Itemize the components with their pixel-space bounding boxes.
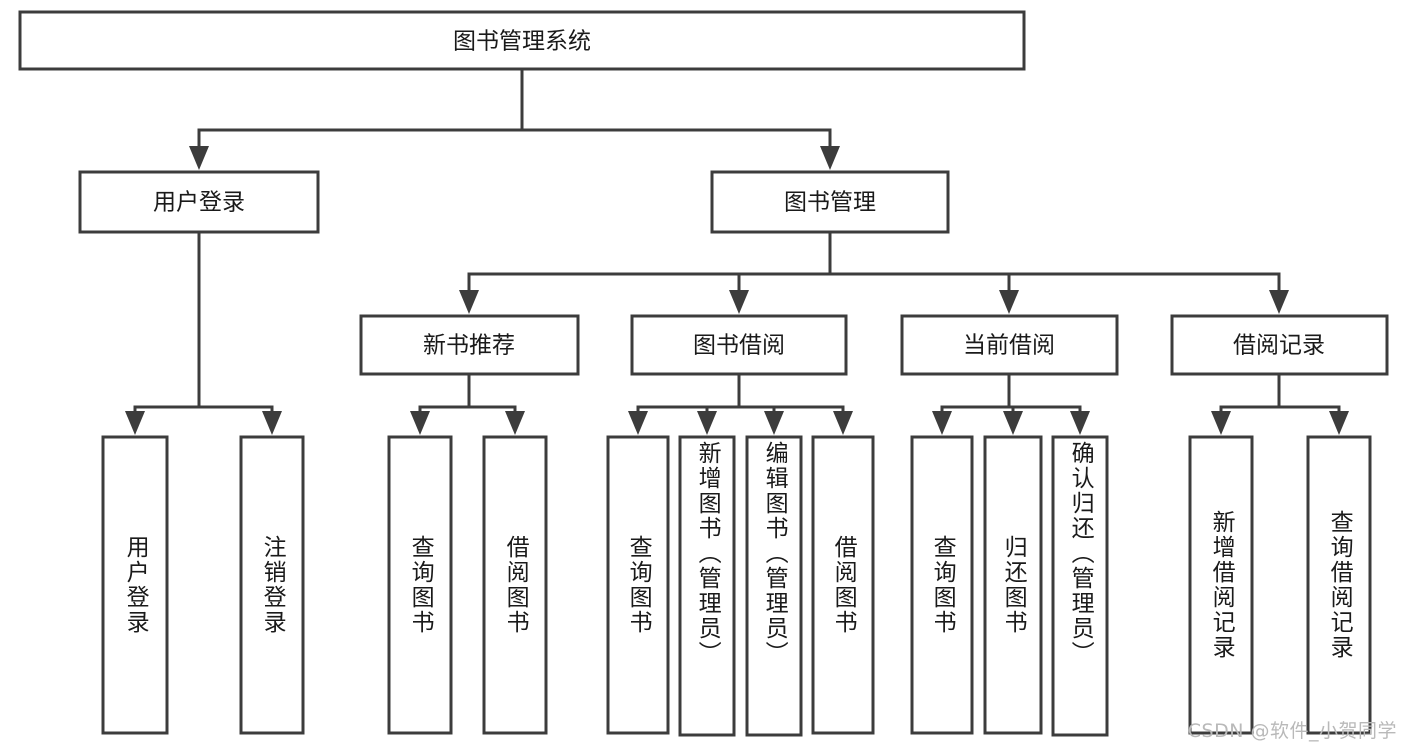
leaf-box-add-book[interactable] (678, 435, 736, 737)
node-root-label: 图书管理系统 (453, 29, 591, 55)
connector-group-borrow-record (1211, 372, 1349, 435)
arrow-head-leaf-user-login (125, 411, 145, 435)
arrow-head-book-borrow (729, 290, 749, 314)
leaf-box-user-login[interactable] (101, 435, 169, 735)
arrow-head-leaf-query-record (1329, 411, 1349, 435)
leaf-box-edit-book[interactable] (745, 435, 803, 737)
leaf-box-logout[interactable] (239, 435, 305, 735)
arrow-head-leaf-query-book-1 (410, 411, 430, 435)
connector-group-current-borrow (932, 372, 1090, 435)
node-current-borrow-label: 当前借阅 (963, 333, 1055, 359)
node-book-borrow-box[interactable] (630, 314, 848, 376)
connector-group-new-book-rec (410, 372, 525, 435)
leaf-box-borrow-book-2[interactable] (811, 435, 875, 735)
arrow-head-leaf-confirm-return (1070, 411, 1090, 435)
leaf-box-query-book-2[interactable] (606, 435, 670, 735)
node-current-borrow[interactable]: 当前借阅 (900, 314, 1119, 376)
arrow-head-leaf-return-book (1003, 411, 1023, 435)
leaf-box-borrow-book-1[interactable] (482, 435, 548, 735)
node-book-manage-box[interactable] (710, 170, 950, 234)
leaf-box-query-record[interactable] (1306, 435, 1372, 735)
node-new-book-rec-box[interactable] (359, 314, 580, 376)
leaf-boxes (101, 435, 1372, 737)
connector-group-book-manage (459, 230, 1289, 314)
arrow-head-leaf-borrow-book-1 (505, 411, 525, 435)
leaf-box-confirm-return[interactable] (1051, 435, 1109, 737)
leaf-box-query-book-3[interactable] (910, 435, 974, 735)
arrow-head-leaf-query-book-2 (628, 411, 648, 435)
arrow-head-borrow-record (1269, 290, 1289, 314)
arrow-head-current-borrow (999, 290, 1019, 314)
node-user-login-label: 用户登录 (153, 190, 245, 216)
node-borrow-record[interactable]: 借阅记录 (1170, 314, 1389, 376)
arrow-head-new-book-rec (459, 290, 479, 314)
node-new-book-rec[interactable]: 新书推荐 (359, 314, 580, 376)
arrow-head-user-login (189, 146, 209, 170)
node-borrow-record-box[interactable] (1170, 314, 1389, 376)
connector-group-root (189, 67, 840, 170)
node-user-login-box[interactable] (78, 170, 320, 234)
arrow-head-leaf-add-book (697, 411, 717, 435)
node-borrow-record-label: 借阅记录 (1233, 333, 1325, 359)
leaf-box-query-book-1[interactable] (387, 435, 453, 735)
arrow-head-leaf-borrow-book-2 (833, 411, 853, 435)
leaf-box-add-record[interactable] (1188, 435, 1254, 735)
node-book-borrow-label: 图书借阅 (693, 333, 785, 359)
node-root[interactable]: 图书管理系统 (18, 10, 1026, 71)
arrow-head-leaf-edit-book (764, 411, 784, 435)
node-user-login[interactable]: 用户登录 (78, 170, 320, 234)
node-book-manage[interactable]: 图书管理 (710, 170, 950, 234)
arrow-head-leaf-logout (262, 411, 282, 435)
node-current-borrow-box[interactable] (900, 314, 1119, 376)
arrow-head-leaf-add-record (1211, 411, 1231, 435)
connector-group-user-login (125, 230, 282, 435)
arrow-head-leaf-query-book-3 (932, 411, 952, 435)
connector-group-book-borrow (628, 372, 853, 435)
node-book-manage-label: 图书管理 (784, 190, 876, 216)
watermark: CSDN @软件_小贺同学 (1187, 720, 1397, 742)
node-root-box[interactable] (18, 10, 1026, 71)
node-new-book-rec-label: 新书推荐 (423, 333, 515, 359)
arrow-head-book-manage (820, 146, 840, 170)
leaf-box-return-book[interactable] (983, 435, 1043, 735)
node-book-borrow[interactable]: 图书借阅 (630, 314, 848, 376)
